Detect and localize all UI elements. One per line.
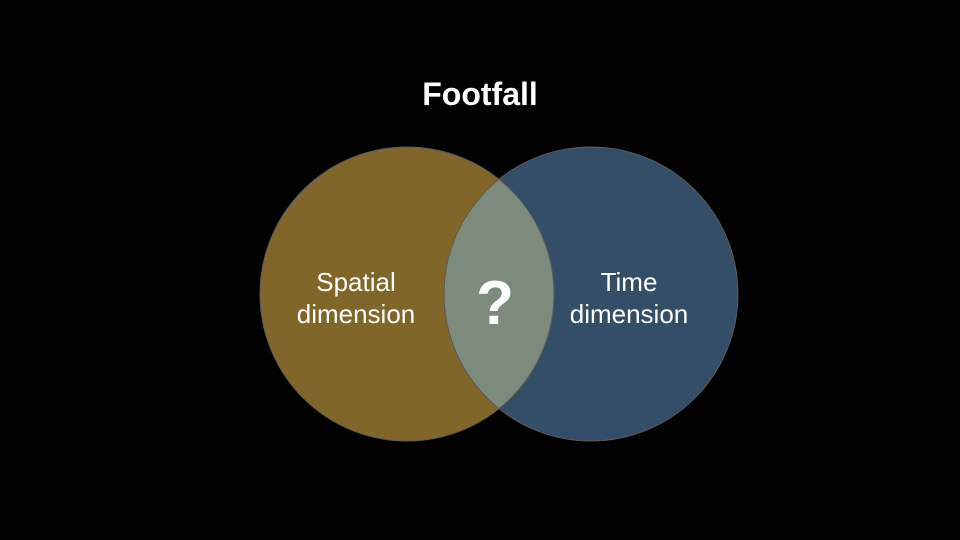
slide-title: Footfall [422, 76, 538, 112]
spatial-label-line1: Spatial [316, 267, 396, 297]
intersection-question-mark: ? [476, 269, 514, 338]
venn-outline-spatial [259, 146, 555, 442]
venn-outline-time [443, 146, 739, 442]
time-label-line1: Time [601, 267, 658, 297]
time-label-line2: dimension [570, 299, 689, 329]
spatial-label-line2: dimension [297, 299, 416, 329]
venn-intersection [444, 147, 554, 441]
